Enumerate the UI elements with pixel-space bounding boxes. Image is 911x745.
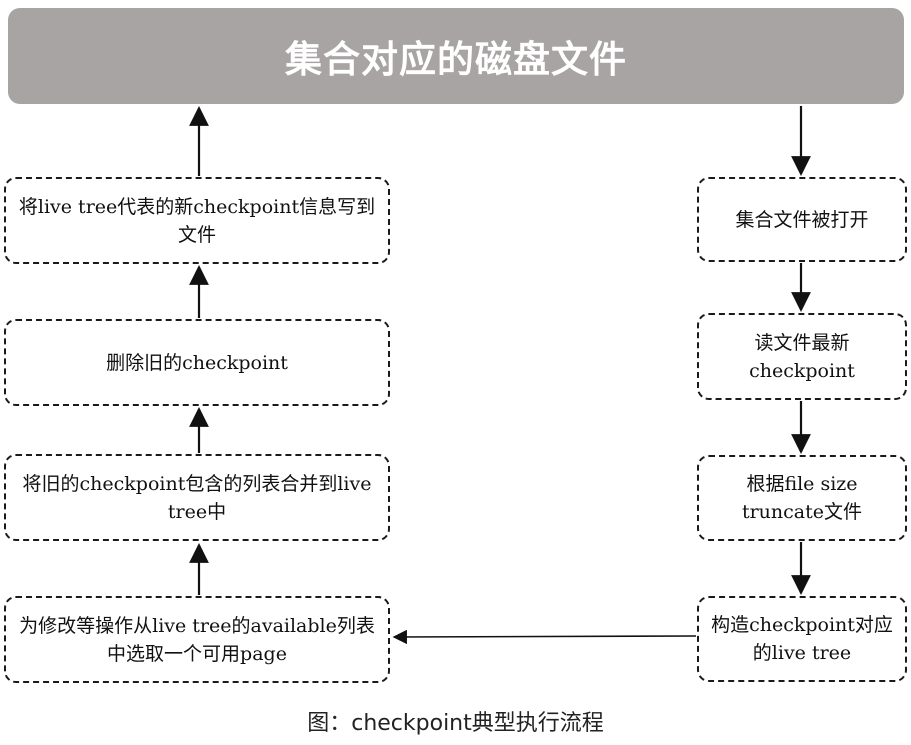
step-read-checkpoint: 读文件最新checkpoint [697, 313, 907, 400]
step-read-checkpoint-text: 读文件最新checkpoint [749, 331, 855, 382]
step-write-checkpoint-text: 将live tree代表的新checkpoint信息写到文件 [18, 195, 376, 246]
step-truncate-file: 根据file size truncate文件 [697, 455, 907, 541]
step-open-file-text: 集合文件被打开 [735, 208, 869, 231]
step-write-checkpoint: 将live tree代表的新checkpoint信息写到文件 [4, 177, 390, 264]
banner-title: 集合对应的磁盘文件 [285, 37, 627, 81]
step-select-page-text: 为修改等操作从live tree的available列表中选取一个可用page [19, 614, 375, 665]
step-delete-old-checkpoint-text: 删除旧的checkpoint [106, 351, 288, 374]
step-delete-old-checkpoint: 删除旧的checkpoint [4, 319, 390, 406]
figure-caption: 图：checkpoint典型执行流程 [307, 711, 604, 736]
step-merge-lists: 将旧的checkpoint包含的列表合并到live tree中 [4, 454, 390, 541]
step-truncate-file-text: 根据file size truncate文件 [741, 473, 863, 523]
step-build-live-tree-text: 构造checkpoint对应的live tree [711, 614, 893, 664]
step-select-page: 为修改等操作从live tree的available列表中选取一个可用page [4, 596, 390, 683]
arrow-build-to-select [392, 629, 697, 645]
step-build-live-tree: 构造checkpoint对应的live tree [697, 596, 907, 682]
step-merge-lists-text: 将旧的checkpoint包含的列表合并到live tree中 [22, 472, 372, 523]
step-open-file: 集合文件被打开 [697, 177, 907, 262]
disk-file-banner: 集合对应的磁盘文件 [8, 8, 904, 104]
